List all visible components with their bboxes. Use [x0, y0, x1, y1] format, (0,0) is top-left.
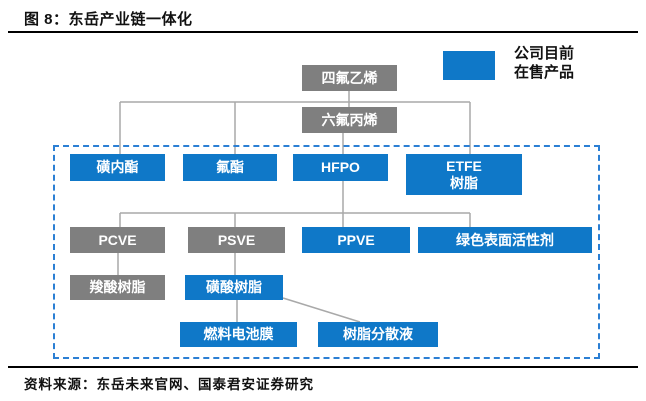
node-resin-dispersion: 树脂分散液	[318, 322, 438, 347]
legend-label-line1: 公司目前	[514, 45, 575, 62]
source-divider	[8, 366, 638, 368]
legend-on-sale-swatch	[443, 51, 495, 80]
figure-title: 图 8：东岳产业链一体化	[24, 11, 193, 28]
node-fluoroester: 氟酯	[183, 154, 277, 181]
on-sale-boundary	[53, 145, 600, 359]
legend-label-line2: 在售产品	[514, 64, 575, 81]
node-hfp: 六氟丙烯	[302, 107, 397, 133]
legend-label: 公司目前 在售产品	[514, 44, 624, 82]
source-text: 资料来源：东岳未来官网、国泰君安证券研究	[24, 377, 314, 392]
node-tfe: 四氟乙烯	[302, 65, 397, 91]
node-fuel-cell-membrane: 燃料电池膜	[180, 322, 297, 347]
node-ppve: PPVE	[302, 227, 410, 253]
node-carboxylic-resin: 羧酸树脂	[70, 275, 165, 300]
title-divider	[8, 31, 638, 33]
node-green-surfactant: 绿色表面活性剂	[418, 227, 592, 253]
node-etfe-line2: 树脂	[450, 174, 478, 191]
node-pcve: PCVE	[70, 227, 165, 253]
node-sultone: 磺内酯	[70, 154, 165, 181]
node-sulfonic-resin: 磺酸树脂	[185, 275, 283, 300]
node-hfpo: HFPO	[293, 154, 388, 181]
node-psve: PSVE	[188, 227, 285, 253]
node-etfe: ETFE 树脂	[406, 154, 522, 195]
node-etfe-line1: ETFE	[446, 157, 482, 174]
